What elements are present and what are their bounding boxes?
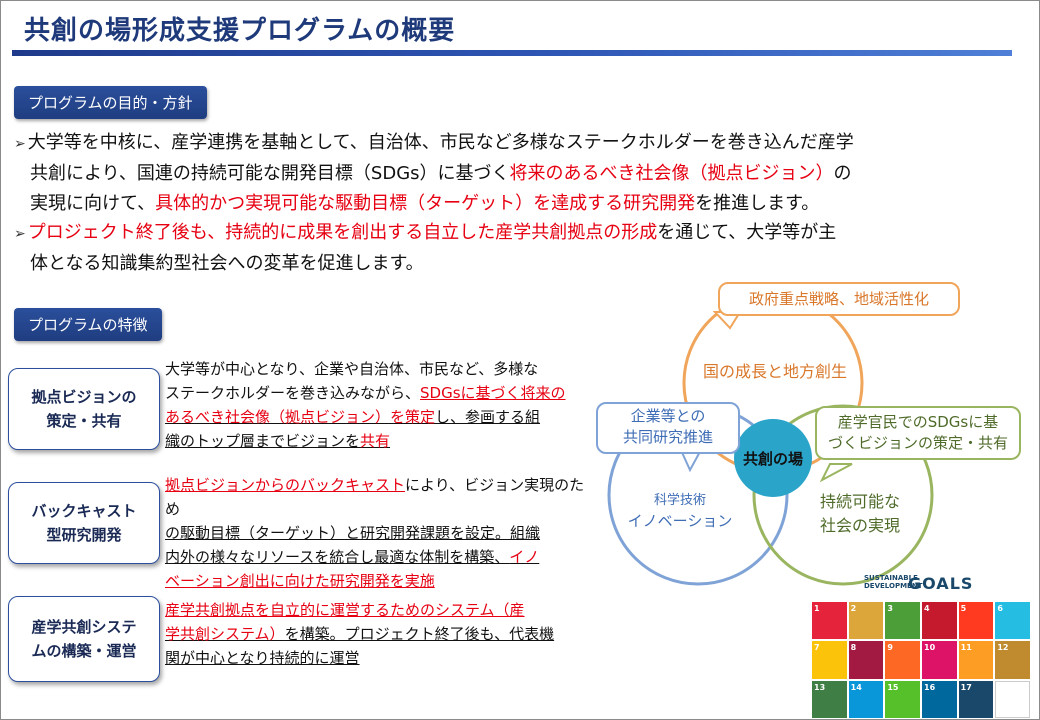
callout-sdgs-vision: 産学官民でのSDGsに基 づくビジョンの策定・共有 — [815, 406, 1021, 460]
sdg-goal-tile: 5 — [958, 602, 994, 640]
sdg-goal-tile: 7 — [812, 641, 847, 679]
arrow-bullet-icon: ➢ — [14, 136, 26, 152]
feature-text-system: 産学共創拠点を自立的に運営するためのシステム（産 学共創システム）を構築。プロジ… — [165, 601, 555, 667]
venn-label-innovation: 科学技術 イノベーション — [627, 493, 733, 530]
sdg-goal-tile: 11 — [958, 641, 994, 679]
sdg-goal-tile: 10 — [922, 641, 957, 679]
sdg-goal-tile — [995, 680, 1030, 718]
venn-center-label: 共創の場 — [742, 450, 803, 468]
sdgs-logo: SUSTAINABLE DEVELOPMENT GOALS — [864, 574, 974, 593]
callout-government-strategy: 政府重点戦略、地域活性化 — [718, 282, 960, 316]
sdg-goal-tile: 2 — [848, 602, 884, 640]
feature-box-system: 産学共創システムの構築・運営 — [8, 596, 160, 682]
sdg-goal-tile: 1 — [812, 602, 847, 640]
sdg-goal-tile: 14 — [848, 680, 884, 718]
title-underline — [12, 50, 1012, 56]
sdg-goal-tile: 15 — [885, 680, 920, 718]
sdg-goal-tile: 9 — [885, 641, 920, 679]
venn-center-circle — [734, 419, 812, 497]
section-purpose-label: プログラムの目的・方針 — [14, 86, 207, 119]
section-features-label: プログラムの特徴 — [14, 308, 162, 341]
feature-text-backcast: 拠点ビジョンからのバックキャストにより、ビジョン実現のため の駆動目標（ターゲッ… — [165, 476, 585, 590]
sdg-goal-tile: 6 — [995, 602, 1030, 640]
feature-text-vision: 大学等が中心となり、企業や自治体、市民など、多様な ステークホルダーを巻き込みな… — [165, 360, 566, 450]
feature-box-vision: 拠点ビジョンの策定・共有 — [8, 368, 160, 450]
sdg-goal-tile: 3 — [885, 602, 920, 640]
callout-right-tail — [819, 463, 853, 483]
callout-joint-research: 企業等との 共同研究推進 — [596, 402, 740, 454]
bullet-purpose-1: ➢大学等を中核に、産学連携を基軸として、自治体、市民など多様なステークホルダーを… — [14, 132, 854, 214]
venn-label-sustainable: 持続可能な 社会の実現 — [819, 492, 900, 535]
feature-box-backcast: バックキャスト型研究開発 — [8, 482, 160, 564]
arrow-bullet-icon: ➢ — [14, 226, 26, 242]
sdg-goal-tile: 13 — [812, 680, 847, 718]
sdg-goal-tile: 8 — [848, 641, 884, 679]
sdg-goal-tile: 17 — [958, 680, 994, 718]
page-title: 共創の場形成支援プログラムの概要 — [24, 16, 456, 46]
bullet-purpose-2: ➢プロジェクト終了後も、持続的に成果を創出する自立した産学共創拠点の形成を通じて… — [14, 222, 837, 274]
sdg-goal-tile: 12 — [995, 641, 1030, 679]
venn-label-growth: 国の成長と地方創生 — [702, 362, 847, 381]
sdg-goal-tile: 16 — [922, 680, 957, 718]
sdg-goal-tile: 4 — [922, 602, 957, 640]
